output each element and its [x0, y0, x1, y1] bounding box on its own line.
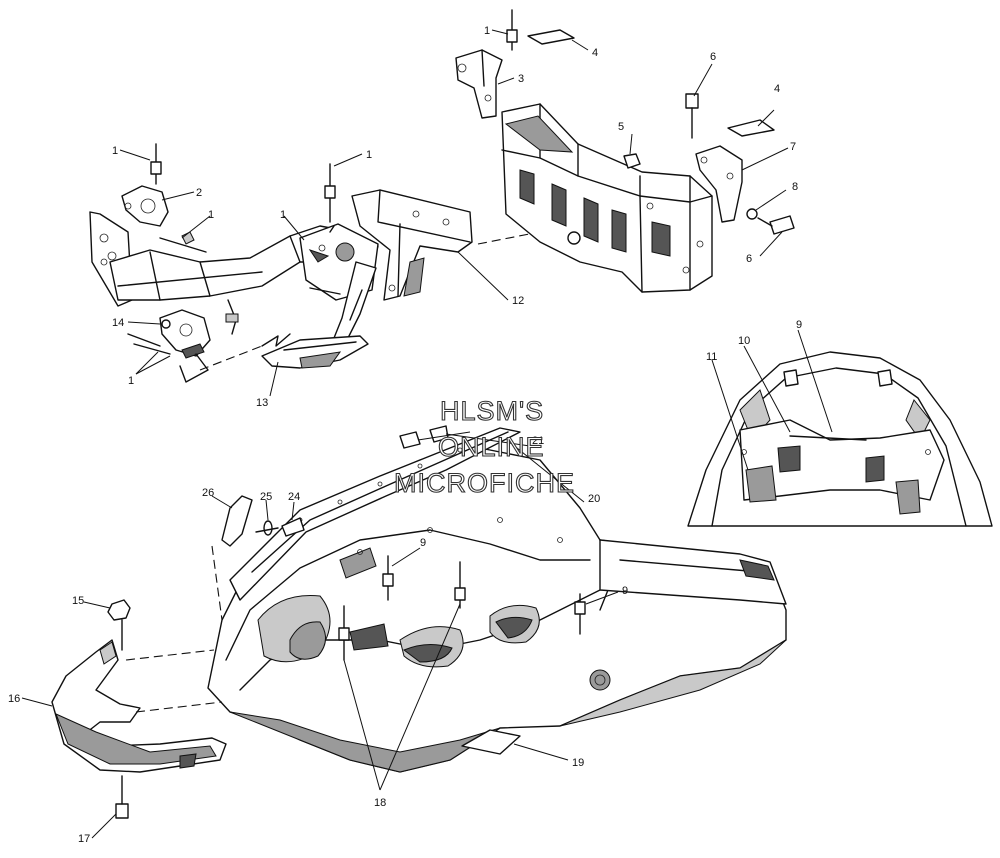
watermark-line-2: ONLINE — [438, 432, 545, 462]
cross-bracket-12 — [351, 189, 473, 301]
decal-4-top — [527, 29, 575, 45]
front-bumper-16 — [51, 639, 227, 773]
washer-8 — [746, 208, 758, 220]
bolt-24-axis — [255, 527, 279, 533]
callout-20: 20 — [588, 493, 600, 505]
front-frame-assembly — [89, 143, 379, 383]
leader-lines — [21, 29, 833, 839]
bolt-24 — [281, 517, 305, 537]
bolt-17-head — [115, 803, 129, 819]
bolts-18 — [338, 561, 466, 661]
callout-1-mid: 1 — [208, 209, 214, 221]
callout-7: 7 — [790, 141, 796, 153]
nut-15 — [107, 599, 131, 621]
callout-12: 12 — [512, 295, 524, 307]
callout-6-top: 6 — [710, 51, 716, 63]
callout-6-lower: 6 — [746, 253, 752, 265]
callout-19: 19 — [572, 757, 584, 769]
callout-4-right: 4 — [774, 83, 780, 95]
bolts-21 — [399, 425, 449, 449]
callout-17: 17 — [78, 833, 90, 845]
callout-labels: 1 1 1 1 1 1 2 3 4 4 5 6 6 7 8 9 9 9 10 1… — [8, 25, 802, 845]
bolt-6-lower — [769, 215, 795, 235]
bulkhead-chassis — [501, 103, 713, 293]
callout-4-top: 4 — [592, 47, 598, 59]
bumper-guide-line-2 — [135, 701, 223, 713]
nut-5 — [623, 153, 641, 169]
bumper-guide-line-1 — [125, 649, 215, 661]
callout-9-right: 9 — [622, 585, 628, 597]
callout-9-inset: 9 — [796, 319, 802, 331]
bracket-13 — [261, 335, 369, 369]
callout-8: 8 — [792, 181, 798, 193]
callout-25: 25 — [260, 491, 272, 503]
callout-18: 18 — [374, 797, 386, 809]
bolt-6-head — [685, 93, 699, 109]
callout-10: 10 — [738, 335, 750, 347]
callout-15: 15 — [72, 595, 84, 607]
watermark-line-3: MICROFICHE — [394, 468, 575, 498]
callout-21: 21 — [532, 435, 544, 447]
callout-1-lower: 1 — [128, 375, 134, 387]
callout-14: 14 — [112, 317, 124, 329]
rear-view-inset — [687, 351, 993, 527]
bracket-3 — [455, 49, 503, 119]
callout-13: 13 — [256, 397, 268, 409]
bolt-top-head — [506, 29, 518, 43]
watermark-line-1: HLSM'S — [440, 396, 544, 426]
callout-26: 26 — [202, 487, 214, 499]
bracket-7 — [695, 145, 743, 223]
decal-26 — [221, 495, 253, 547]
callout-11: 11 — [706, 351, 717, 363]
watermark: HLSM'S ONLINE MICROFICHE — [393, 395, 575, 498]
callout-1-top: 1 — [484, 25, 490, 37]
callout-1-center-top: 1 — [366, 149, 372, 161]
callout-1-frame: 1 — [280, 209, 286, 221]
callout-2: 2 — [196, 187, 202, 199]
shield-19 — [461, 729, 521, 755]
screws-9 — [382, 555, 586, 635]
callout-5: 5 — [618, 121, 624, 133]
bolt-6-lower-shank — [757, 217, 773, 227]
decal-26-guide — [211, 545, 223, 621]
callout-24: 24 — [288, 491, 300, 503]
decal-4-right — [727, 119, 775, 137]
washer-25 — [263, 520, 273, 536]
callout-3: 3 — [518, 73, 524, 85]
callout-16: 16 — [8, 693, 20, 705]
callout-1-left-top: 1 — [112, 145, 118, 157]
callout-9-center: 9 — [420, 537, 426, 549]
